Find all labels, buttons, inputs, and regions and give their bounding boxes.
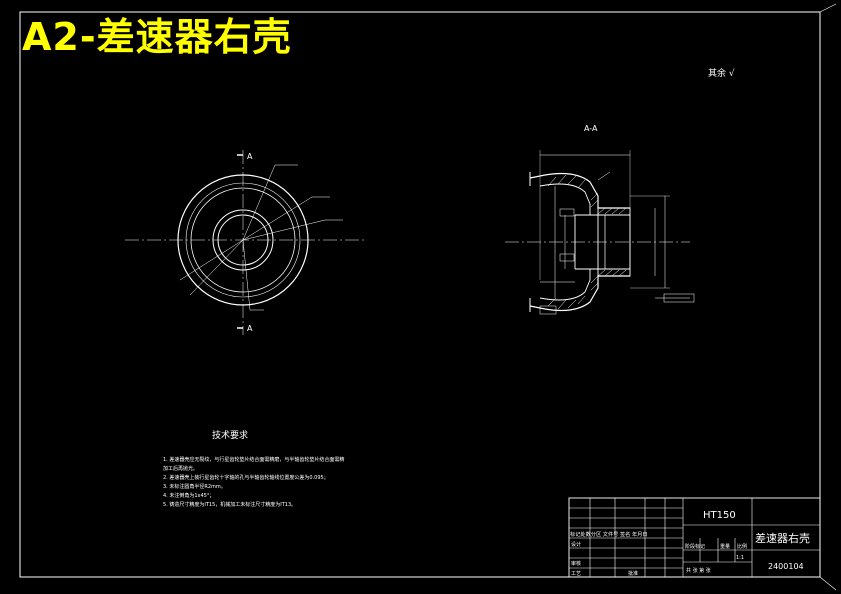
title-block-sheets: 共 张 第 张 [686, 567, 711, 574]
drawing-banner-title: A2-差速器右壳 [22, 15, 292, 59]
title-block-material: HT150 [703, 510, 736, 521]
title-block-drawing-number: 2400104 [768, 562, 804, 571]
title-block-approval: 批准 [628, 570, 638, 577]
shell-circle [190, 187, 296, 293]
shell-wall-bottom [529, 275, 630, 312]
title-block-weight: 重量 [720, 543, 730, 550]
tech-note: 5. 铸造尺寸精度为IT15，机械加工未标注尺寸精度为IT13。 [163, 501, 296, 508]
leader-line [242, 196, 313, 241]
gd-t-frame [663, 293, 695, 303]
section-mark-top: A [247, 152, 253, 161]
hub-bore-circle [217, 214, 269, 266]
title-block-scale: 比例 [737, 543, 747, 550]
title-block-reviewer: 审核 [571, 560, 581, 567]
shell-wall-bottom-inner [539, 268, 630, 301]
tech-requirements-list: 1. 差速器壳应无裂纹，与行星齿轮垫片结合面需精磨，与半轴齿轮垫片结合面需精 加… [163, 456, 344, 508]
title-block-part-name: 差速器右壳 [755, 531, 810, 545]
title-block-revision-row: 标记处数分区 文件号 签名 年月日 [570, 530, 648, 538]
bolt-circle [185, 182, 301, 298]
title-block-craft: 工艺 [571, 571, 581, 577]
title-block-scale-value: 1:1 [736, 555, 744, 561]
surface-finish-note: 其余 √ [708, 67, 735, 79]
leader-line [242, 164, 276, 241]
tech-note: 1. 差速器壳应无裂纹，与行星齿轮垫片结合面需精磨，与半轴齿轮垫片结合面需精 [163, 456, 344, 463]
sheet-border [19, 11, 821, 578]
title-block[interactable] [568, 497, 821, 578]
gd-t-frame [559, 208, 575, 217]
section-view-label: A-A [584, 124, 598, 133]
section-mark-bottom: A [247, 324, 253, 333]
hub-outer-circle [212, 209, 274, 271]
outer-flange-circle [177, 174, 309, 306]
leader-line [597, 171, 611, 181]
section-hatching [547, 174, 627, 310]
corner-trim-mark [819, 3, 837, 13]
tech-note: 3. 未标注圆角半径R2mm。 [163, 483, 226, 490]
gd-t-frame [539, 305, 557, 315]
tech-requirements-title: 技术要求 [212, 429, 248, 441]
gd-t-frame [559, 253, 575, 262]
leader-line [242, 219, 326, 241]
leader-line [189, 239, 244, 296]
tech-note: 4. 未注倒角为1x45°； [163, 492, 214, 499]
section-view[interactable] [505, 150, 695, 315]
title-block-designer: 设计 [571, 541, 581, 548]
tech-note: 2. 差速器壳上装行星齿轮十字轴的孔与半轴齿轮轴线位置度公差为0.095； [163, 474, 329, 481]
tech-note: 加工后再抛光。 [163, 465, 198, 472]
front-view[interactable] [125, 150, 365, 335]
title-block-stage-marks: 阶段标记 [685, 543, 705, 550]
leader-line [179, 239, 244, 281]
title-block-frame [568, 497, 821, 578]
corner-trim-mark [819, 576, 837, 591]
shell-wall-top [529, 172, 630, 209]
hub-bore [604, 214, 631, 270]
leader-line [242, 239, 251, 311]
